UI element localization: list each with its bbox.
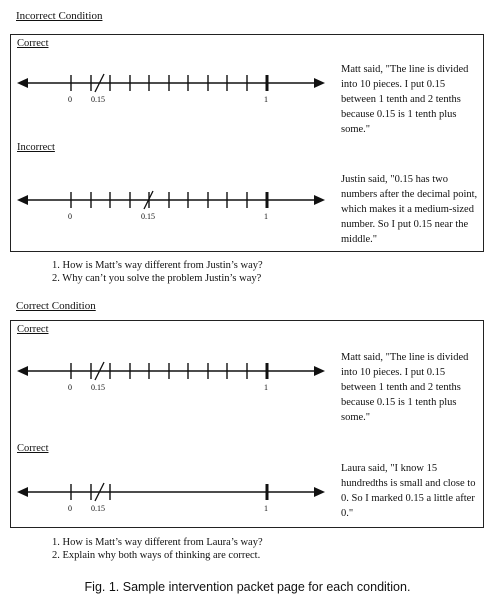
tick-label-mark: 0.15 bbox=[91, 504, 105, 513]
tick-label-one: 1 bbox=[264, 95, 268, 104]
panel-label: Incorrect bbox=[17, 142, 55, 153]
tick-label-zero: 0 bbox=[68, 383, 72, 392]
number-line-correct-1 bbox=[17, 73, 325, 93]
panel-label: Correct bbox=[17, 443, 49, 454]
tick-label-mark: 0.15 bbox=[91, 95, 105, 104]
number-line bbox=[17, 361, 325, 502]
question-2: 2. Why can’t you solve the problem Justi… bbox=[52, 273, 262, 284]
question-1: 1. How is Matt’s way different from Just… bbox=[52, 260, 263, 271]
panel-label: Correct bbox=[17, 324, 49, 335]
correct-condition-title: Correct Condition bbox=[16, 300, 96, 312]
incorrect-condition-box: Correct bbox=[10, 34, 484, 252]
tick-label-one: 1 bbox=[264, 212, 268, 221]
tick-label-mark: 0.15 bbox=[91, 383, 105, 392]
question-1: 1. How is Matt’s way different from Laur… bbox=[52, 537, 263, 548]
quote-justin: Justin said, "0.15 has two numbers after… bbox=[341, 174, 478, 245]
incorrect-condition-title: Incorrect Condition bbox=[16, 10, 103, 22]
panel-label: Correct bbox=[17, 38, 49, 49]
tick-label-mark: 0.15 bbox=[141, 212, 155, 221]
question-2: 2. Explain why both ways of thinking are… bbox=[52, 550, 261, 561]
tick-label-one: 1 bbox=[264, 504, 268, 513]
tick-label-zero: 0 bbox=[68, 212, 72, 221]
number-line-correct-laura bbox=[17, 482, 325, 502]
number-line-incorrect bbox=[17, 190, 325, 210]
number-line bbox=[17, 73, 325, 210]
correct-condition-box: Correct bbox=[10, 320, 484, 528]
tick-label-one: 1 bbox=[264, 383, 268, 392]
quote-matt: Matt said, "The line is divided into 10 … bbox=[341, 64, 469, 135]
quote-laura: Laura said, "I know 15 hundredths is sma… bbox=[341, 463, 476, 519]
tick-label-zero: 0 bbox=[68, 504, 72, 513]
figure-caption: Fig. 1. Sample intervention packet page … bbox=[84, 580, 411, 594]
quote-matt: Matt said, "The line is divided into 10 … bbox=[341, 352, 469, 423]
tick-label-zero: 0 bbox=[68, 95, 72, 104]
number-line-correct-2 bbox=[17, 361, 325, 381]
